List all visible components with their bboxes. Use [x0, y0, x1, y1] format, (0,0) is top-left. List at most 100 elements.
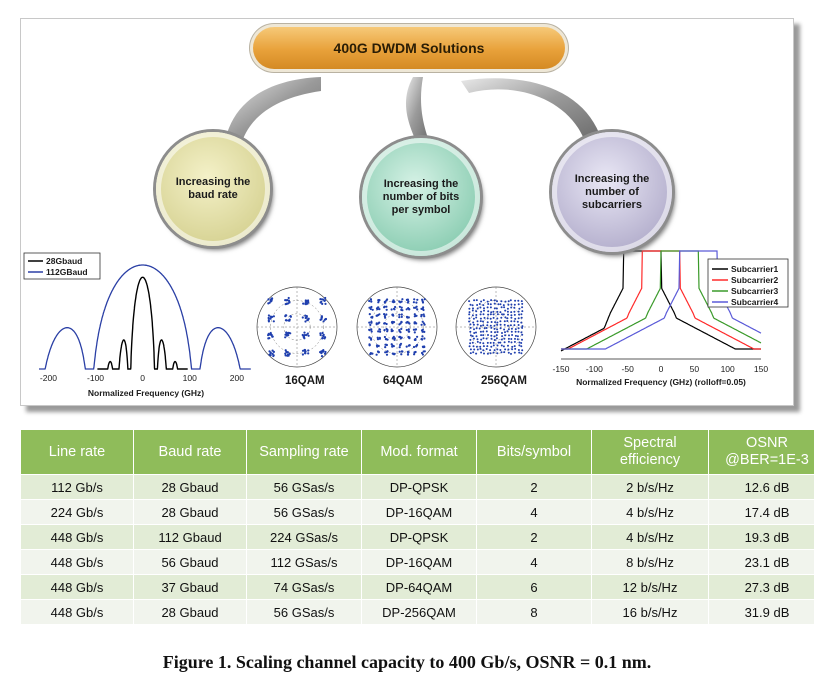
constellation-point — [469, 326, 472, 329]
constellation-point — [320, 316, 323, 319]
x-tick-label: 0 — [659, 364, 664, 374]
legend-label: Subcarrier1 — [731, 264, 779, 274]
constellation-point — [475, 316, 478, 319]
x-tick-label: 100 — [721, 364, 735, 374]
constellation-point — [520, 352, 523, 355]
constellation-ring — [370, 300, 424, 354]
constellation-point — [369, 352, 372, 355]
constellation-point — [268, 301, 271, 304]
constellation-point — [487, 310, 490, 313]
legend-label: Subcarrier2 — [731, 275, 779, 285]
constellation-point — [385, 305, 388, 308]
circle-baud-rate: Increasing the baud rate — [156, 132, 270, 246]
constellation-point — [423, 345, 426, 348]
constellation-point — [486, 324, 489, 327]
constellation-point — [323, 352, 327, 355]
constellation-point — [476, 307, 479, 310]
constellation-point — [471, 309, 474, 312]
constellation-point — [394, 305, 397, 309]
constellation-point — [521, 333, 524, 336]
constellation-point — [479, 313, 482, 316]
label-256qam: 256QAM — [481, 375, 528, 387]
constellation-point — [320, 300, 323, 303]
constellation-point — [502, 304, 505, 307]
constellation-point — [510, 327, 513, 330]
constellation-point — [520, 331, 523, 334]
constellation-point — [506, 320, 509, 322]
constellation-point — [392, 299, 395, 302]
x-tick-label: -150 — [552, 364, 569, 374]
constellation-point — [495, 337, 498, 340]
constellation-point — [517, 317, 520, 320]
constellation-point — [398, 346, 401, 349]
constellation-point — [489, 352, 492, 355]
constellation-point — [392, 307, 396, 310]
constellation-point — [518, 313, 520, 316]
constellation-point — [517, 327, 520, 330]
constellation-point — [492, 341, 495, 344]
constellation-point — [482, 304, 485, 307]
constellation-point — [480, 338, 483, 341]
constellation-point — [496, 300, 498, 303]
constellation-point — [319, 318, 322, 321]
constellation-point — [489, 341, 492, 344]
circle-subcarriers-label: Increasing the number of subcarriers — [574, 172, 650, 211]
constellation-point — [385, 353, 389, 356]
constellation-point — [507, 348, 510, 351]
constellation-point — [479, 324, 482, 327]
x-tick-label: -100 — [87, 373, 104, 383]
table-cell: 2 — [476, 524, 592, 550]
constellation-point — [284, 299, 287, 302]
constellation-point — [504, 334, 507, 337]
constellation-point — [507, 344, 509, 347]
constellation-point — [499, 341, 502, 344]
constellation-point — [383, 335, 386, 339]
constellation-point — [482, 337, 485, 340]
x-tick-label: 0 — [140, 373, 145, 383]
constellation-point — [369, 298, 372, 301]
constellation-point — [490, 334, 493, 337]
constellation-point — [320, 298, 324, 301]
constellation-point — [400, 315, 403, 318]
constellation-point — [516, 335, 519, 338]
constellation-point — [472, 323, 475, 326]
constellation-point — [284, 354, 287, 357]
constellation-point — [420, 329, 424, 332]
constellation-point — [422, 350, 425, 353]
constellation-point — [472, 317, 475, 320]
constellation-point — [496, 321, 499, 324]
table-cell: 4 — [476, 499, 592, 525]
constellation-point — [422, 308, 425, 312]
constellation-point — [398, 300, 401, 303]
constellation-point — [420, 313, 423, 317]
constellation-point — [286, 332, 289, 335]
constellation-point — [492, 351, 495, 354]
constellation-point — [270, 316, 273, 319]
constellation-point — [479, 330, 482, 333]
table-cell: 4 b/s/Hz — [591, 524, 709, 550]
constellation-point — [369, 307, 372, 311]
table-cell: 31.9 dB — [708, 599, 814, 624]
constellation-point — [304, 320, 307, 323]
constellation-point — [284, 336, 287, 339]
table-cell: 224 GSas/s — [246, 524, 362, 550]
table-cell: 56 GSas/s — [246, 499, 362, 525]
constellation-point — [392, 321, 396, 324]
constellation-point — [473, 332, 476, 334]
constellation-point — [304, 352, 307, 355]
constellation-point — [412, 301, 415, 304]
constellation-point — [422, 306, 425, 309]
table-cell: 37 Gbaud — [133, 574, 247, 600]
constellation-point — [386, 338, 389, 341]
table-cell: 448 Gb/s — [21, 549, 134, 575]
constellation-point — [483, 307, 485, 310]
constellation-point — [398, 323, 401, 326]
constellation-point — [319, 332, 322, 335]
constellation-point — [496, 317, 499, 320]
series-subcarrier3 — [561, 250, 762, 350]
constellation-point — [490, 326, 493, 329]
header-osnr: OSNR @BER=1E-3 — [708, 430, 814, 475]
header-baud-rate: Baud rate — [133, 430, 247, 475]
constellation-point — [383, 315, 386, 318]
constellation-point — [407, 351, 410, 354]
